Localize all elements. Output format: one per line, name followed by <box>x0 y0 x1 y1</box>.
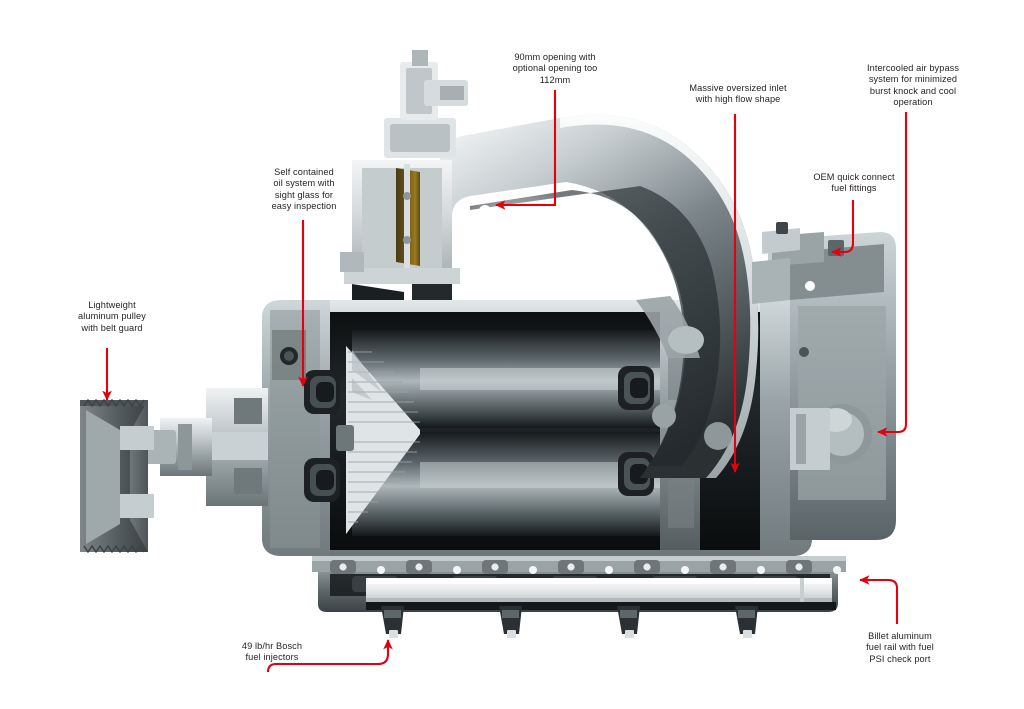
leader-fuel-injectors <box>266 639 393 673</box>
callout-air-bypass: Intercooled air bypass system for minimi… <box>866 63 960 108</box>
rear-cover <box>752 258 790 304</box>
callout-pulley: Lightweight aluminum pulley with belt gu… <box>78 300 146 333</box>
bypass-and-fittings <box>762 222 896 540</box>
leader-fuel-rail <box>859 575 899 624</box>
drive-pulley <box>80 398 154 554</box>
fuel-rail <box>366 578 836 610</box>
callout-massive-inlet: Massive oversized inlet with high flow s… <box>689 83 787 105</box>
drive-snout <box>146 388 268 506</box>
leader-lines <box>102 90 908 673</box>
throttle-body <box>340 50 468 300</box>
twin-screw-rotors <box>336 330 660 536</box>
callout-fuel-injectors: 49 lb/hr Bosch fuel injectors <box>241 641 303 663</box>
callout-inlet-opening: 90mm opening with optional opening too 1… <box>512 52 598 85</box>
leader-air-bypass <box>877 112 908 437</box>
fuel-injectors <box>381 606 758 638</box>
oil-system <box>272 330 306 380</box>
leader-fuel-fittings <box>831 200 855 257</box>
callout-fuel-fittings: OEM quick connect fuel fittings <box>813 172 895 194</box>
callout-oil-system: Self contained oil system with sight gla… <box>271 167 337 212</box>
leader-inlet-opening <box>495 90 557 210</box>
rotor-bearings <box>304 312 700 550</box>
callout-fuel-rail: Billet aluminum fuel rail with fuel PSI … <box>866 631 934 664</box>
